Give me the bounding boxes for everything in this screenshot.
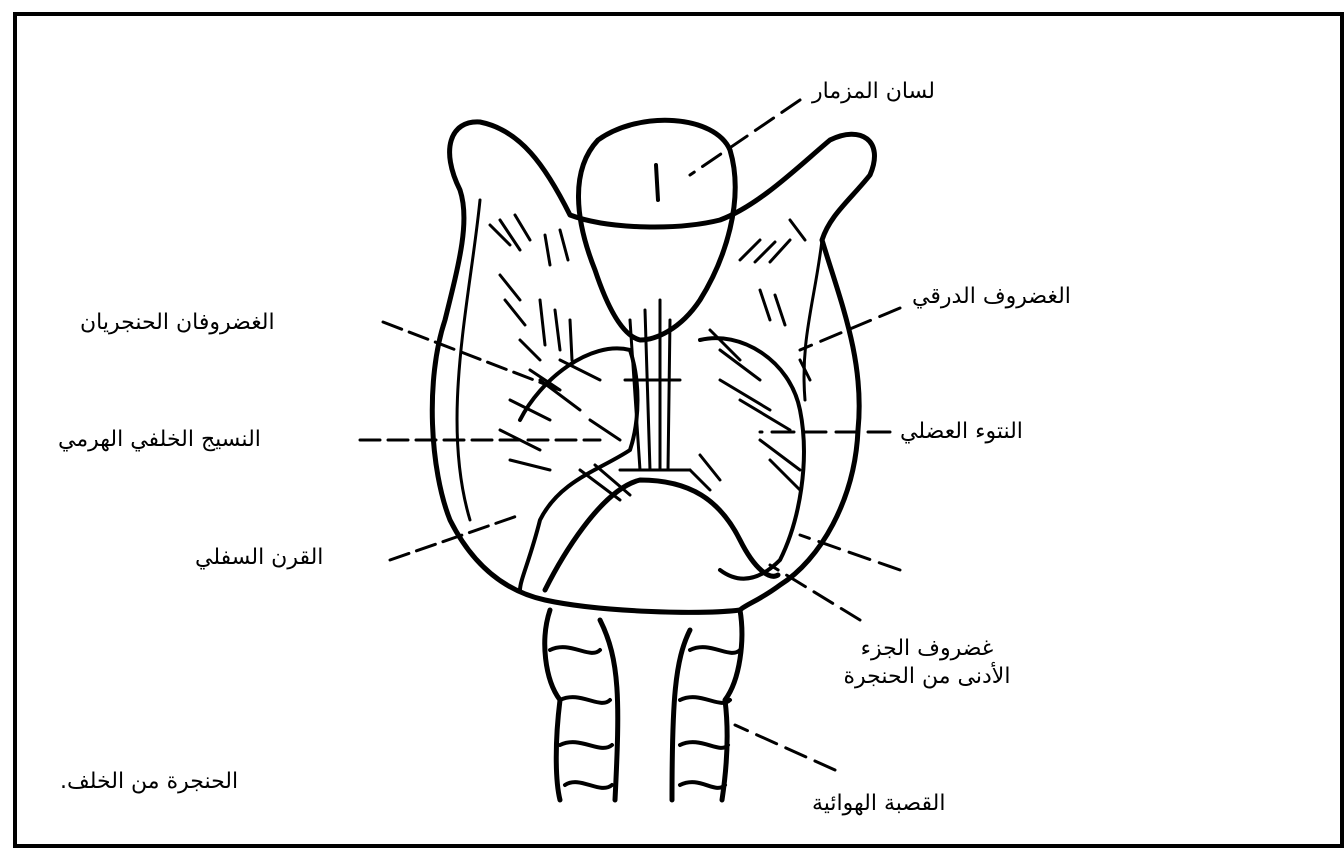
trachea-outline bbox=[545, 610, 742, 800]
label-cricoid-line2: الأدنى من الحنجرة bbox=[812, 663, 1042, 691]
cricoid-lamina bbox=[545, 480, 778, 590]
label-muscular-process: النتوء العضلي bbox=[900, 418, 1023, 446]
leader-cricoid-b bbox=[770, 565, 860, 620]
label-arytenoid-cartilages: الغضروفان الحنجريان bbox=[80, 309, 275, 337]
label-cricoid-line1: غضروف الجزء bbox=[812, 635, 1042, 663]
label-cricoid-cartilage: غضروف الجزء الأدنى من الحنجرة bbox=[812, 635, 1042, 690]
leader-epiglottis bbox=[690, 100, 800, 175]
label-posterior-pyramidal-tissue: النسيج الخلفي الهرمي bbox=[58, 426, 261, 454]
epiglottis-outline bbox=[578, 120, 735, 340]
label-thyroid-cartilage: الغضروف الدرقي bbox=[912, 283, 1071, 311]
leader-inferior-horn bbox=[390, 515, 520, 560]
label-inferior-horn: القرن السفلي bbox=[195, 544, 323, 572]
leader-trachea bbox=[735, 725, 835, 770]
leader-arytenoid bbox=[383, 322, 560, 390]
hatching-left bbox=[490, 215, 630, 500]
epiglottis-mark bbox=[656, 165, 658, 200]
label-trachea: القصبة الهوائية bbox=[812, 790, 945, 818]
hatching-right bbox=[690, 220, 810, 490]
figure-caption: الحنجرة من الخلف. bbox=[60, 768, 238, 796]
label-epiglottis: لسان المزمار bbox=[812, 78, 935, 106]
trachea-rings bbox=[550, 647, 740, 788]
